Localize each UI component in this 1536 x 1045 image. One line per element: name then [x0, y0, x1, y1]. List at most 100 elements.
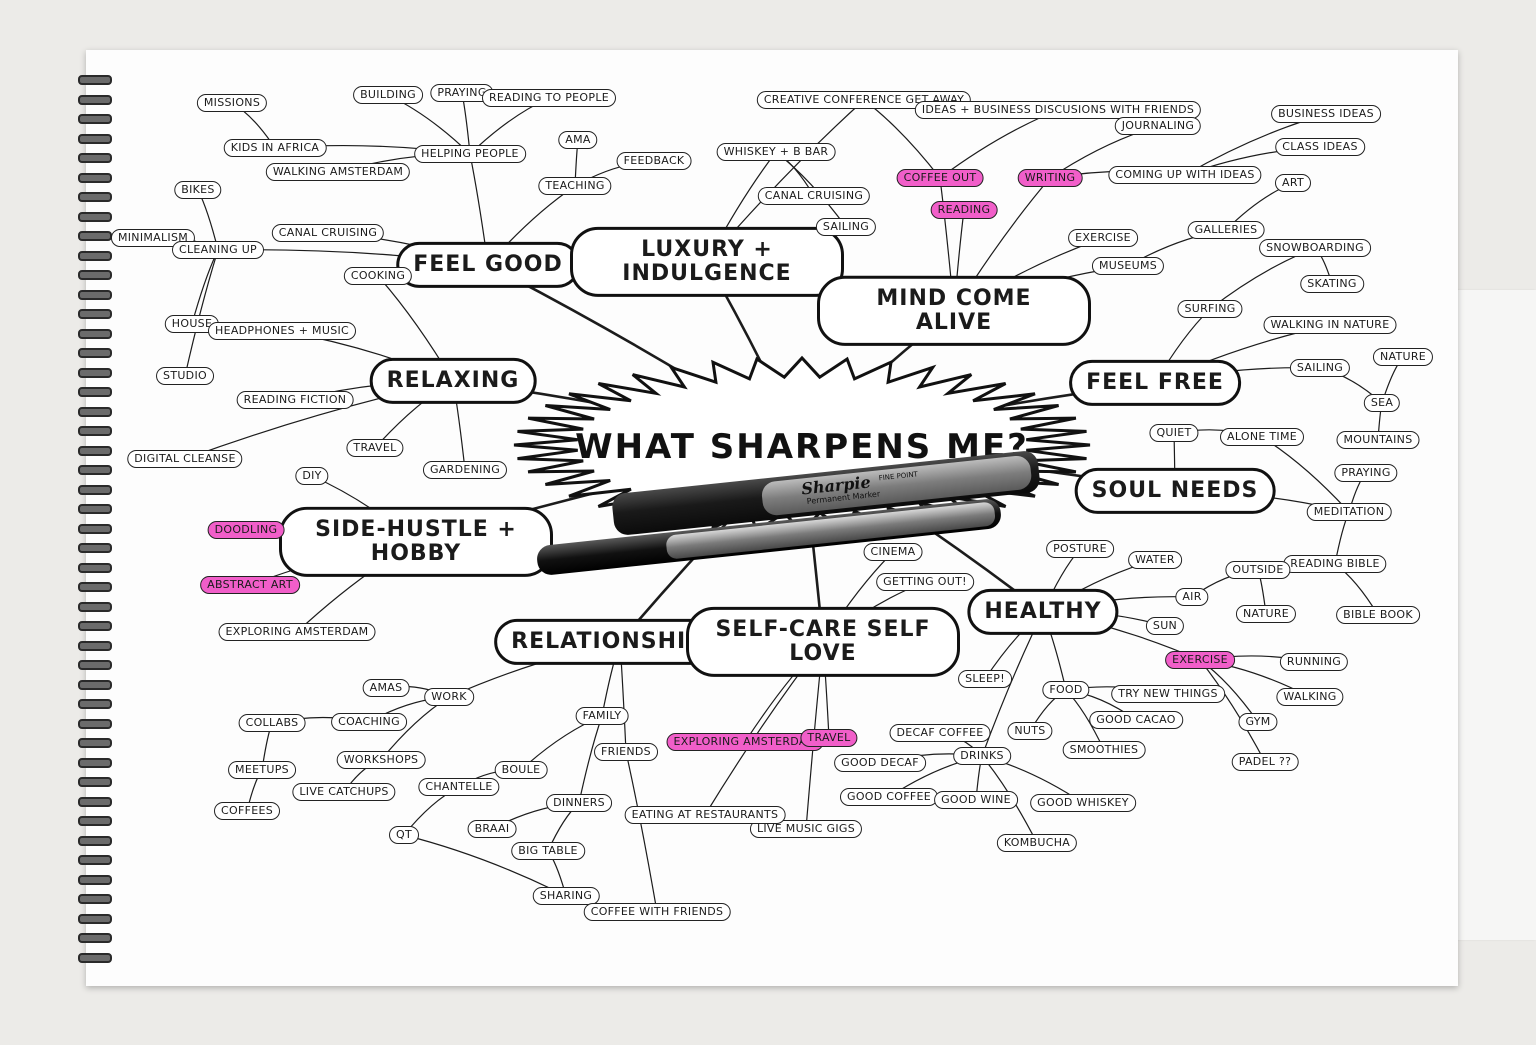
node-skating: SKATING — [1300, 275, 1364, 293]
node-snowboarding: SNOWBOARDING — [1259, 239, 1371, 257]
node-air: AIR — [1175, 588, 1208, 606]
node-decaf-coffee: DECAF COFFEE — [890, 724, 991, 742]
node-exercise-low: EXERCISE — [1165, 651, 1235, 669]
node-boule: BOULE — [495, 761, 548, 779]
node-braai: BRAAI — [468, 820, 517, 838]
node-feel-good: FEEL GOOD — [396, 242, 580, 288]
node-live-catchups: LIVE CATCHUPS — [292, 783, 395, 801]
node-walking: WALKING — [1276, 688, 1343, 706]
node-travel-left: TRAVEL — [346, 439, 403, 457]
node-bikes: BIKES — [174, 181, 221, 199]
node-missions: MISSIONS — [197, 94, 267, 112]
node-feedback: FEEDBACK — [617, 152, 692, 170]
node-museums: MUSEUMS — [1092, 257, 1164, 275]
node-galleries: GALLERIES — [1188, 221, 1265, 239]
node-reading-bible: READING BIBLE — [1283, 555, 1386, 573]
node-posture: POSTURE — [1046, 540, 1114, 558]
node-coffees: COFFEES — [214, 802, 280, 820]
node-canal-cruising-mid: CANAL CRUISING — [758, 187, 870, 205]
node-qt: QT — [389, 826, 419, 844]
node-walking-amsterdam: WALKING AMSTERDAM — [266, 163, 410, 181]
node-healthy: HEALTHY — [967, 589, 1118, 635]
node-family: FAMILY — [576, 707, 629, 725]
node-quiet: QUIET — [1149, 424, 1198, 442]
node-gardening: GARDENING — [423, 461, 507, 479]
node-canal-cruising-left: CANAL CRUISING — [272, 224, 384, 242]
node-kombucha: KOMBUCHA — [997, 834, 1077, 852]
node-exploring-amsterdam-left: EXPLORING AMSTERDAM — [219, 623, 376, 641]
node-mind-come-alive: MIND COME ALIVE — [817, 276, 1091, 346]
node-reading-mid: READING — [931, 201, 998, 219]
node-nature-low: NATURE — [1236, 605, 1296, 623]
node-sun: SUN — [1146, 617, 1184, 635]
node-exercise-top: EXERCISE — [1068, 229, 1138, 247]
node-good-wine: GOOD WINE — [934, 791, 1018, 809]
node-building: BUILDING — [353, 86, 423, 104]
node-soul-needs: SOUL NEEDS — [1075, 468, 1276, 514]
node-food: FOOD — [1042, 681, 1089, 699]
node-sailing-right: SAILING — [1290, 359, 1350, 377]
node-surfing: SURFING — [1177, 300, 1242, 318]
node-mountains: MOUNTAINS — [1337, 431, 1420, 449]
node-cooking: COOKING — [344, 267, 412, 285]
node-outside: OUTSIDE — [1225, 561, 1290, 579]
node-helping-people: HELPING PEOPLE — [414, 145, 526, 163]
node-big-table: BIG TABLE — [511, 842, 585, 860]
node-coffee-friends: COFFEE WITH FRIENDS — [584, 903, 731, 921]
node-self-care: SELF-CARE SELF LOVE — [686, 607, 960, 677]
node-headphones: HEADPHONES + MUSIC — [208, 322, 356, 340]
node-travel-low: TRAVEL — [800, 729, 857, 747]
node-cinema: CINEMA — [864, 543, 923, 561]
node-padel: PADEL ?? — [1232, 753, 1299, 771]
node-relaxing: RELAXING — [370, 358, 537, 404]
node-class-ideas: CLASS IDEAS — [1275, 138, 1365, 156]
node-dinners: DINNERS — [546, 794, 612, 812]
node-water: WATER — [1128, 551, 1182, 569]
node-amas: AMAS — [363, 679, 410, 697]
node-good-cacao: GOOD CACAO — [1089, 711, 1183, 729]
node-reading-fiction: READING FICTION — [237, 391, 354, 409]
node-chantelle: CHANTELLE — [418, 778, 499, 796]
node-sea: SEA — [1364, 394, 1400, 412]
node-good-whiskey: GOOD WHISKEY — [1030, 794, 1136, 812]
node-doodling: DOODLING — [208, 521, 285, 539]
node-bible-book: BIBLE BOOK — [1336, 606, 1420, 624]
node-running: RUNNING — [1280, 653, 1348, 671]
node-eating-out: EATING AT RESTAURANTS — [625, 806, 786, 824]
node-feel-free: FEEL FREE — [1069, 360, 1241, 406]
node-good-coffee: GOOD COFFEE — [840, 788, 938, 806]
node-sailing-mid: SAILING — [816, 218, 876, 236]
node-side-hustle: SIDE-HUSTLE + HOBBY — [279, 507, 553, 577]
node-business-ideas: BUSINESS IDEAS — [1271, 105, 1381, 123]
node-writing: WRITING — [1018, 169, 1083, 187]
node-work: WORK — [424, 688, 474, 706]
node-art: ART — [1275, 174, 1311, 192]
node-reading-people: READING TO PEOPLE — [482, 89, 616, 107]
node-try-new: TRY NEW THINGS — [1111, 685, 1225, 703]
node-kids-africa: KIDS IN AFRICA — [224, 139, 327, 157]
marker-tip-label: FINE POINT — [878, 470, 918, 482]
node-luxury: LUXURY + INDULGENCE — [570, 227, 844, 297]
node-walking-nature: WALKING IN NATURE — [1264, 316, 1397, 334]
node-studio: STUDIO — [156, 367, 214, 385]
node-diy: DIY — [295, 467, 328, 485]
node-meetups: MEETUPS — [228, 761, 296, 779]
node-cleaning-up: CLEANING UP — [172, 241, 264, 259]
node-coffee-out: COFFEE OUT — [897, 169, 984, 187]
node-coming-up: COMING UP WITH IDEAS — [1108, 166, 1261, 184]
node-getting-out: GETTING OUT! — [876, 573, 974, 591]
node-journaling: JOURNALING — [1115, 117, 1201, 135]
node-abstract-art: ABSTRACT ART — [200, 576, 300, 594]
node-nuts: NUTS — [1007, 722, 1052, 740]
node-ama-top: AMA — [558, 131, 597, 149]
node-whiskey-bar: WHISKEY + B BAR — [717, 143, 836, 161]
node-friends: FRIENDS — [594, 743, 658, 761]
node-nature-right: NATURE — [1373, 348, 1433, 366]
node-smoothies: SMOOTHIES — [1063, 741, 1146, 759]
node-workshops: WORKSHOPS — [337, 751, 426, 769]
node-digital-cleanse: DIGITAL CLEANSE — [127, 450, 242, 468]
node-coaching: COACHING — [331, 713, 407, 731]
node-sleep: SLEEP! — [958, 670, 1012, 688]
node-gym: GYM — [1238, 713, 1277, 731]
node-collabs: COLLABS — [239, 714, 306, 732]
